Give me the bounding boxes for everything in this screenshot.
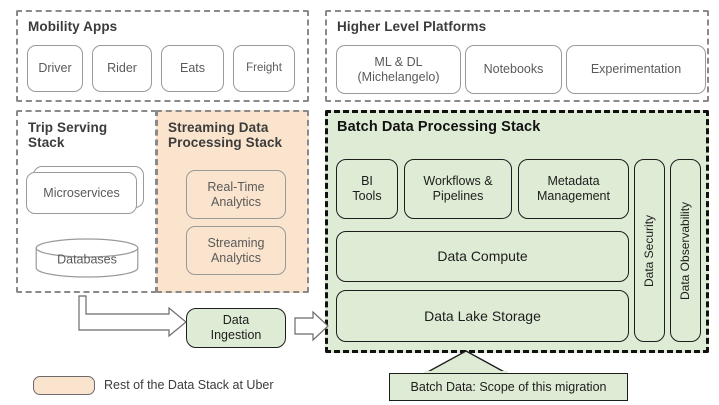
group-streaming-data-processing-stack	[156, 110, 309, 293]
node-data-lake-storage[interactable]: Data Lake Storage	[336, 290, 629, 342]
node-bi-tools[interactable]: BI Tools	[336, 159, 398, 219]
node-workflows-pipelines[interactable]: Workflows & Pipelines	[404, 159, 512, 219]
group-batch-data-processing-stack-title: Batch Data Processing Stack	[337, 119, 541, 135]
node-experimentation[interactable]: Experimentation	[566, 45, 706, 94]
node-microservices[interactable]: Microservices	[26, 172, 137, 214]
group-streaming-data-processing-stack-title: Streaming Data Processing Stack	[168, 120, 283, 150]
node-databases-label: Databases	[57, 252, 117, 267]
group-trip-serving-stack-title: Trip Serving Stack	[28, 120, 108, 150]
node-notebooks[interactable]: Notebooks	[465, 45, 562, 94]
node-data-compute[interactable]: Data Compute	[336, 231, 629, 282]
node-driver[interactable]: Driver	[27, 45, 83, 92]
legend-label: Rest of the Data Stack at Uber	[104, 378, 274, 392]
node-freight[interactable]: Freight	[233, 45, 295, 92]
group-mobility-apps-title: Mobility Apps	[28, 19, 118, 34]
node-streaming-analytics[interactable]: Streaming Analytics	[186, 226, 286, 275]
node-data-ingestion[interactable]: Data Ingestion	[186, 308, 286, 348]
node-eats[interactable]: Eats	[161, 45, 224, 92]
group-batch-data-processing-stack	[325, 110, 709, 353]
legend-swatch-peach	[33, 376, 95, 395]
callout-batch-scope: Batch Data: Scope of this migration	[389, 373, 628, 401]
node-databases[interactable]: Databases	[35, 238, 139, 278]
node-data-observability[interactable]: Data Observability	[670, 159, 701, 342]
node-data-security[interactable]: Data Security	[634, 159, 665, 342]
group-mobility-apps	[16, 10, 309, 102]
node-rider[interactable]: Rider	[92, 45, 152, 92]
node-metadata-management[interactable]: Metadata Management	[518, 159, 629, 219]
group-higher-level-platforms	[325, 10, 709, 102]
node-ml-dl-michelangelo[interactable]: ML & DL (Michelangelo)	[336, 45, 461, 94]
node-real-time-analytics[interactable]: Real-Time Analytics	[186, 170, 286, 219]
group-higher-level-platforms-title: Higher Level Platforms	[337, 19, 487, 34]
